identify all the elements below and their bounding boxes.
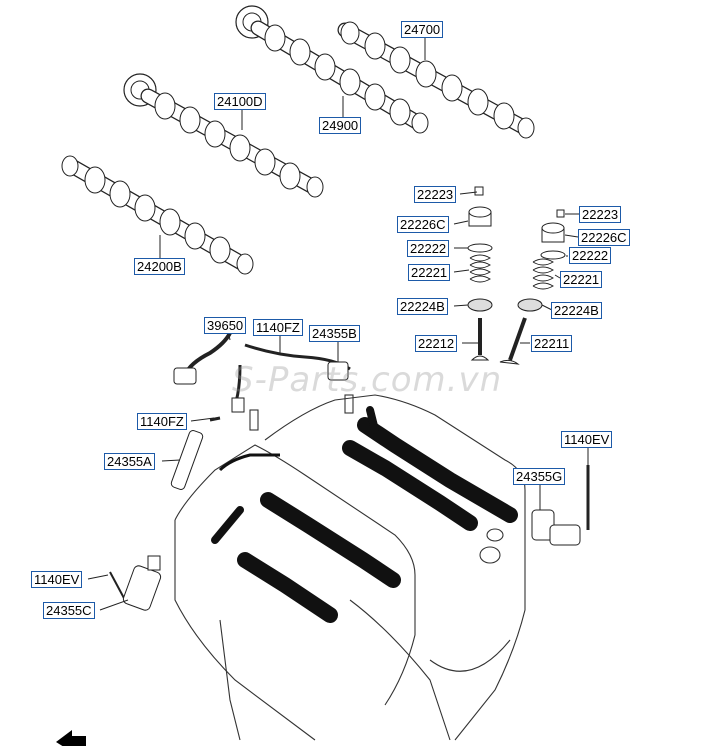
- sensor-24355a: [170, 416, 221, 490]
- callout-39650: 39650: [204, 317, 247, 334]
- watermark: S-Parts.com.vn: [232, 360, 503, 400]
- callout-24900: 24900: [319, 117, 362, 134]
- callout-22224b-left: 22224B: [397, 298, 448, 315]
- camshaft-24100d: [123, 73, 324, 198]
- valve-stack-right: [499, 209, 566, 365]
- callout-22226c-left: 22226C: [397, 216, 449, 233]
- engine-block: [174, 394, 526, 741]
- front-arrow-icon: [56, 730, 86, 746]
- callout-24200b: 24200B: [134, 258, 185, 275]
- callout-22222-right: 22222: [569, 247, 612, 264]
- callout-22221-left: 22221: [408, 264, 451, 281]
- sensor-24355g: [531, 465, 590, 546]
- camshaft-24700: [337, 21, 535, 139]
- callout-22223-left: 22223: [414, 186, 457, 203]
- camshaft-24200b: [61, 155, 254, 275]
- callout-1140ev-left: 1140EV: [31, 571, 83, 588]
- callout-24100d: 24100D: [214, 93, 266, 110]
- callout-1140fz-top: 1140FZ: [253, 319, 303, 336]
- camshaft-24900: [235, 5, 429, 134]
- sensor-24355c: [109, 555, 162, 611]
- callout-1140fz-left: 1140FZ: [137, 413, 187, 430]
- camshaft-silhouettes: [211, 406, 518, 623]
- callout-22226c-right: 22226C: [578, 229, 630, 246]
- callout-22224b-right: 22224B: [551, 302, 602, 319]
- callout-22223-right: 22223: [579, 206, 622, 223]
- callout-24355a: 24355A: [104, 453, 155, 470]
- callout-1140ev-right: 1140EV: [561, 431, 613, 448]
- callout-24355g: 24355G: [513, 468, 566, 485]
- callout-22211: 22211: [531, 335, 573, 352]
- callout-24355c: 24355C: [43, 602, 95, 619]
- valve-stack-left: [467, 186, 493, 361]
- callout-24355b: 24355B: [309, 325, 360, 342]
- callout-24700: 24700: [401, 21, 444, 38]
- callout-22221-right: 22221: [560, 271, 603, 288]
- callout-22222-left: 22222: [407, 240, 450, 257]
- callout-22212: 22212: [415, 335, 458, 352]
- harness-39650: [173, 332, 351, 413]
